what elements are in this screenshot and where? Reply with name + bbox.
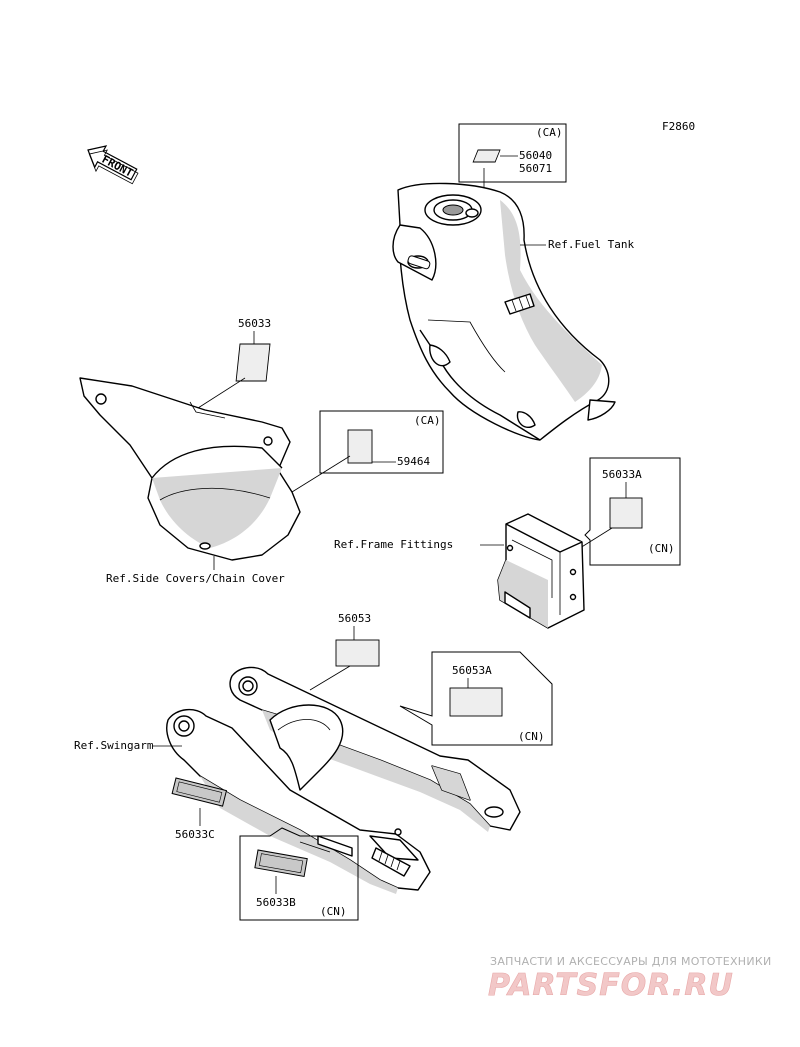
watermark-logo: PARTSFOR.RU <box>488 968 734 1003</box>
side-cover-callout: 56033 <box>197 317 271 409</box>
swingarm-cn-callout: 56053A (CN) <box>399 651 553 746</box>
fuel-tank-drawing: Ref.Fuel Tank <box>392 182 634 441</box>
frame-decal <box>609 497 643 529</box>
fuel-tank-part-2: 56071 <box>519 162 552 175</box>
ca-part: 59464 <box>397 455 430 468</box>
watermark: ЗАПЧАСТИ И АКСЕССУАРЫ ДЛЯ МОТОТЕХНИКИ PA… <box>488 955 772 1003</box>
swingarm-part-bottom: 56033B <box>256 896 296 909</box>
fuel-tank-ref: Ref.Fuel Tank <box>548 238 634 251</box>
swingarm-region-bottom: (CN) <box>320 905 347 918</box>
swingarm-left-decal <box>171 777 228 807</box>
frame-fitting-drawing: Ref.Frame Fittings <box>334 513 585 629</box>
swingarm-bottom-callout: 56033B (CN) <box>239 827 359 921</box>
front-arrow-icon: FRONT <box>87 145 139 185</box>
fuel-tank-part-1: 56040 <box>519 149 552 162</box>
swingarm-drawing: Ref.Swingarm <box>74 666 521 894</box>
side-cover-part: 56033 <box>238 317 271 330</box>
fuel-tank-decal <box>472 149 501 163</box>
side-cover-ref: Ref.Side Covers/Chain Cover <box>106 572 285 585</box>
swingarm-top-callout: 56053 <box>309 612 380 691</box>
swingarm-part-top: 56053 <box>338 612 371 625</box>
frame-ref: Ref.Frame Fittings <box>334 538 453 551</box>
figure-code: F2860 <box>662 120 695 133</box>
frame-part: 56033A <box>602 468 642 481</box>
swingarm-ref: Ref.Swingarm <box>74 739 154 752</box>
ca-decal <box>347 429 373 464</box>
ca-label-callout: (CA) 59464 <box>291 410 444 493</box>
frame-callout: 56033A (CN) <box>579 457 681 566</box>
swingarm-part-cn: 56053A <box>452 664 492 677</box>
watermark-tagline: ЗАПЧАСТИ И АКСЕССУАРЫ ДЛЯ МОТОТЕХНИКИ <box>490 955 772 968</box>
side-cover-drawing: Ref.Side Covers/Chain Cover <box>79 377 301 585</box>
swingarm-part-left: 56033C <box>175 828 215 841</box>
swingarm-bottom-decal <box>254 849 308 877</box>
side-cover-decal <box>235 343 271 382</box>
swingarm-left-callout: 56033C <box>171 777 228 841</box>
fuel-tank-region: (CA) <box>536 126 563 139</box>
ca-region: (CA) <box>414 414 441 427</box>
swingarm-top-decal <box>335 639 380 667</box>
swingarm-cn-decal <box>449 687 503 717</box>
frame-region: (CN) <box>648 542 675 555</box>
fuel-tank-callout: (CA) 56040 56071 <box>458 123 567 248</box>
swingarm-region-cn: (CN) <box>518 730 545 743</box>
